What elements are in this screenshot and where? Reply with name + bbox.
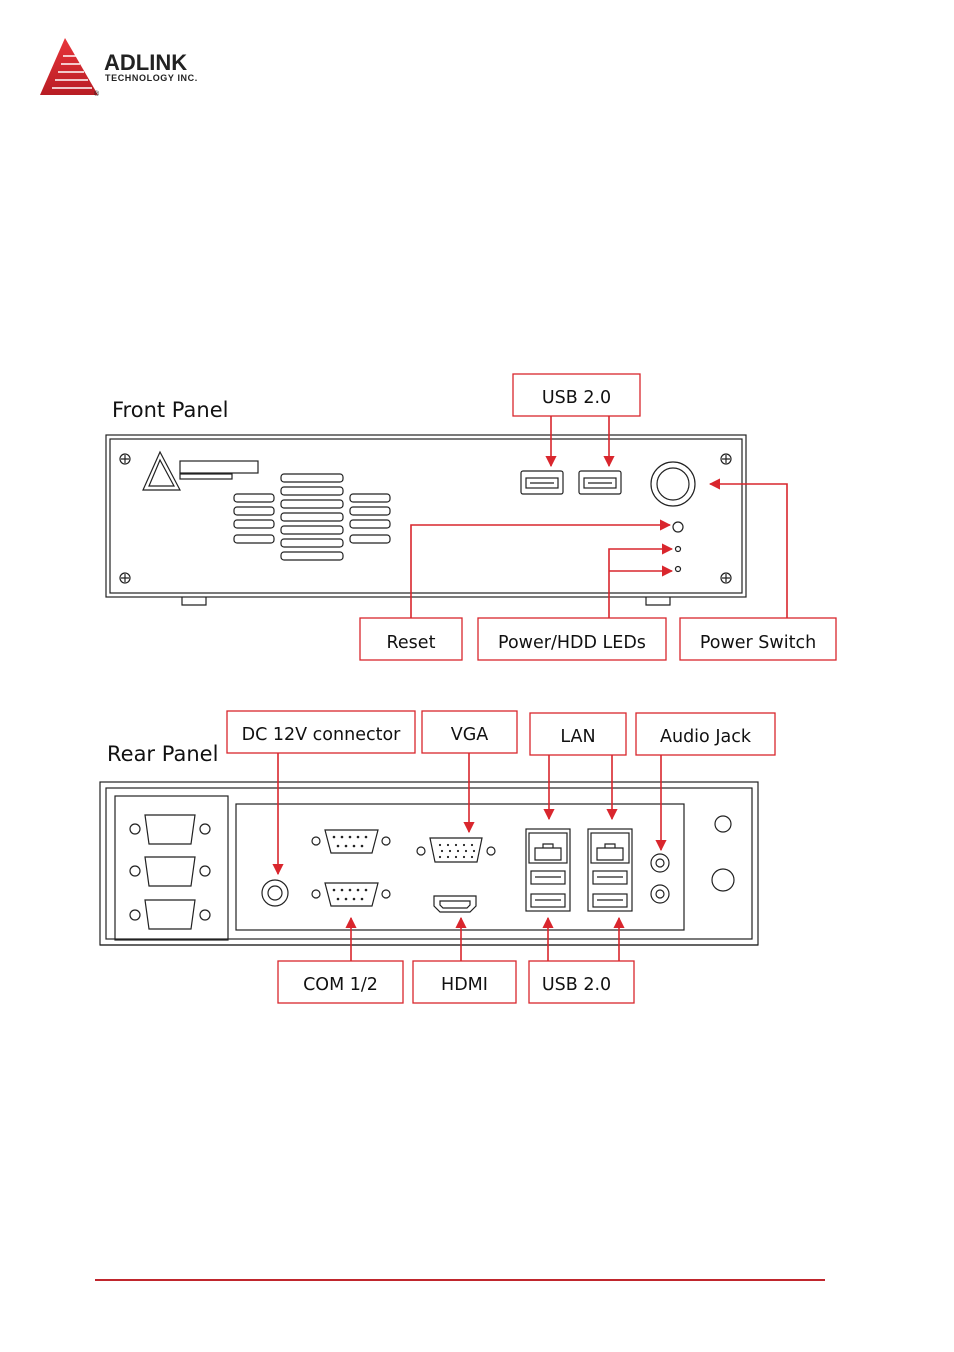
callout-power-switch: Power Switch (679, 478, 837, 661)
screw-icon (119, 453, 131, 465)
callout-lan-label: LAN (560, 727, 595, 747)
lan-usb-stack-icon (525, 828, 571, 912)
lan-usb-stack-icon (587, 828, 633, 912)
screw-icon (720, 453, 732, 465)
screw-icon (720, 572, 732, 584)
callout-dc-label: DC 12V connector (242, 725, 402, 745)
screw-icon (119, 572, 131, 584)
db-cutout-icon (129, 814, 211, 845)
rear-panel-title: Rear Panel (107, 742, 218, 766)
power-led-icon (674, 545, 682, 553)
callout-rear-usb-label: USB 2.0 (542, 975, 611, 995)
callout-lan: LAN (529, 712, 627, 821)
db-cutout-icon (129, 856, 211, 887)
callout-audio-jack: Audio Jack (635, 712, 776, 852)
chassis-hole-icon (714, 815, 732, 833)
callout-power-switch-label: Power Switch (700, 633, 816, 653)
callout-front-usb-label: USB 2.0 (542, 388, 611, 408)
front-usb-port-icon (578, 470, 622, 495)
front-panel-title: Front Panel (112, 398, 228, 422)
callout-vga: VGA (421, 710, 518, 834)
callout-audio-label: Audio Jack (660, 727, 752, 747)
chassis-logo-icon (142, 450, 259, 491)
audio-jack-icon (650, 884, 670, 904)
reset-button-icon (672, 521, 684, 533)
callout-leds-label: Power/HDD LEDs (498, 633, 646, 653)
callout-leds: Power/HDD LEDs (477, 543, 674, 661)
brand-subtitle: TECHNOLOGY INC. (105, 73, 198, 83)
dc-jack-icon (261, 879, 289, 907)
callout-reset-label: Reset (387, 633, 436, 653)
db-cutout-icon (129, 899, 211, 930)
adlink-triangle-icon (40, 38, 98, 95)
brand-name: ADLINK (104, 50, 187, 75)
callout-reset: Reset (359, 519, 672, 661)
footer-rule (95, 1279, 825, 1281)
audio-jack-icon (650, 853, 670, 873)
front-vents (233, 473, 391, 561)
callout-vga-label: VGA (451, 725, 489, 745)
com-port-icon (311, 882, 391, 907)
vga-port-icon (416, 837, 496, 863)
front-panel-drawing (105, 434, 747, 606)
callout-rear-usb: USB 2.0 (528, 916, 635, 1004)
front-usb-port-icon (520, 470, 564, 495)
power-switch-icon (650, 461, 696, 507)
callout-front-usb: USB 2.0 (512, 373, 641, 468)
callout-com: COM 1/2 (277, 916, 404, 1004)
adlink-logo: ADLINK TECHNOLOGY INC. ® (40, 38, 198, 98)
chassis-hole-icon (711, 868, 735, 892)
callout-dc-connector: DC 12V connector (226, 710, 416, 876)
registered-mark: ® (94, 90, 100, 98)
com-port-icon (311, 829, 391, 854)
rear-panel-drawing (99, 781, 759, 946)
hdmi-port-icon (433, 895, 477, 913)
hdd-led-icon (674, 565, 682, 573)
callout-com-label: COM 1/2 (303, 975, 378, 995)
callout-hdmi: HDMI (412, 916, 517, 1004)
callout-hdmi-label: HDMI (441, 975, 488, 995)
